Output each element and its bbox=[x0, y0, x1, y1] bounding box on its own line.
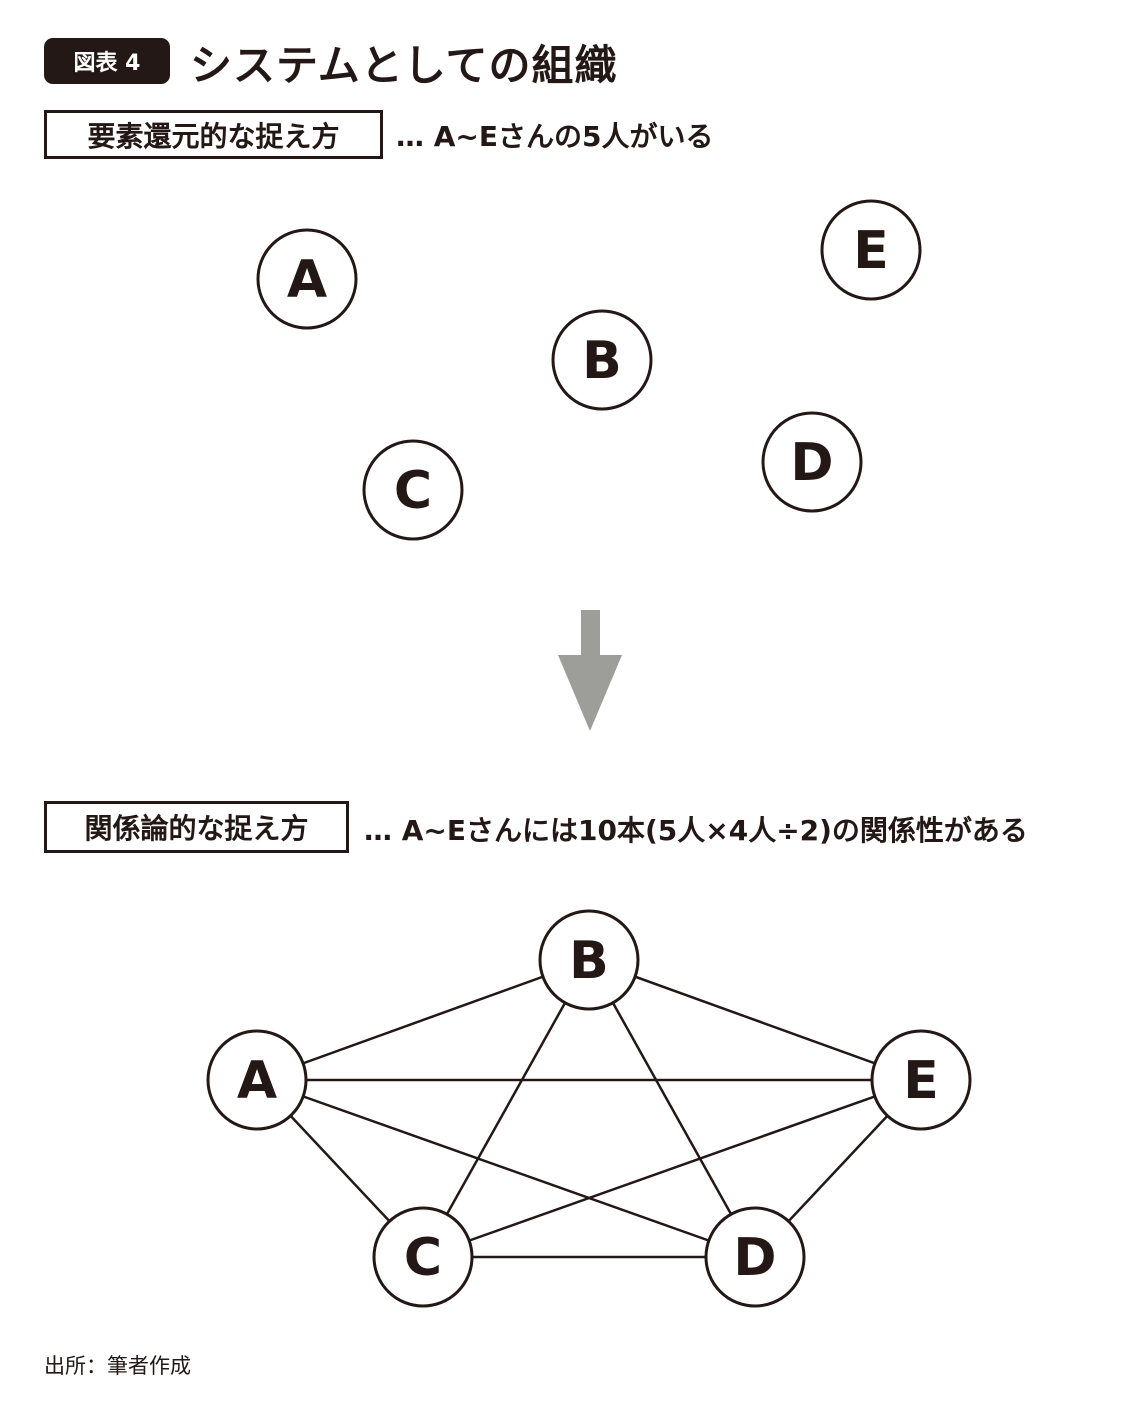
network-node-c-circle bbox=[372, 1206, 474, 1308]
relation-edge-b-e bbox=[588, 958, 922, 1082]
down-arrow-icon bbox=[558, 655, 622, 731]
network-node-d-circle bbox=[704, 1206, 806, 1308]
individual-node-c-label: C bbox=[394, 461, 432, 521]
figure-number-badge: 図表 4 bbox=[44, 38, 170, 84]
individual-node-e-label: E bbox=[853, 221, 889, 281]
network-node-b-label: B bbox=[569, 931, 609, 991]
network-node-a-label: A bbox=[237, 1051, 277, 1111]
relation-edge-a-d bbox=[256, 1078, 756, 1259]
individual-node-e-circle bbox=[820, 199, 922, 301]
relation-edge-c-e bbox=[422, 1078, 922, 1259]
network-node-a-circle bbox=[206, 1029, 308, 1131]
network-node-e-circle bbox=[870, 1029, 972, 1131]
section1-label: 要素還元的な捉え方 bbox=[44, 110, 383, 159]
individual-node-b-circle bbox=[551, 309, 653, 411]
network-node-d-label: D bbox=[733, 1228, 776, 1288]
network-node-c-label: C bbox=[404, 1228, 442, 1288]
relation-edge-b-d bbox=[587, 959, 757, 1258]
network-node-e-label: E bbox=[903, 1051, 939, 1111]
network-node-b-circle bbox=[538, 909, 640, 1011]
individual-node-c-circle bbox=[362, 439, 464, 541]
individual-node-d-circle bbox=[761, 411, 863, 513]
section2-caption: … A~Eさんには10本(5人×4人÷2)の関係性がある bbox=[364, 814, 1028, 847]
individual-node-b-label: B bbox=[582, 331, 622, 391]
individual-node-a-label: A bbox=[287, 250, 327, 310]
individual-node-d-label: D bbox=[790, 433, 833, 493]
individual-node-a-circle bbox=[256, 228, 358, 330]
section1-caption: … A~Eさんの5人がいる bbox=[396, 120, 714, 153]
arrow-shaft bbox=[581, 610, 600, 656]
figure-title: システムとしての組織 bbox=[190, 41, 618, 90]
relation-edge-b-c bbox=[421, 959, 591, 1258]
relation-edge-a-b bbox=[256, 958, 590, 1082]
source-note: 出所：筆者作成 bbox=[44, 1354, 191, 1378]
section2-label: 関係論的な捉え方 bbox=[44, 801, 349, 853]
